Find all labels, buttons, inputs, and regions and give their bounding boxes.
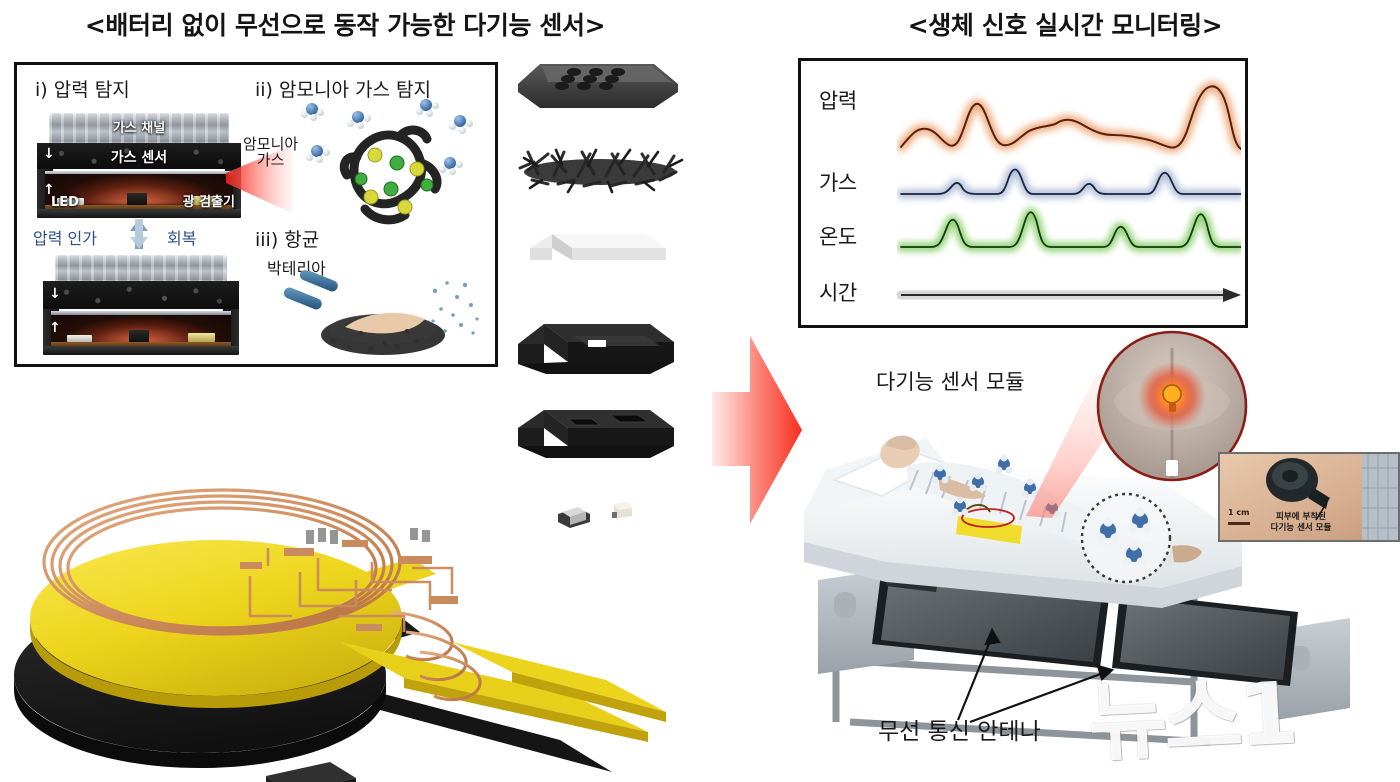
ic-chip-large (266, 762, 356, 782)
waveform-pressure (897, 81, 1241, 154)
chart-series-label-pressure: 압력 (819, 89, 857, 113)
device-label-gas-sensor: 가스 센서 (110, 150, 168, 166)
stack-layer-perforated-cap (518, 64, 678, 108)
skin-photo-inset: 1 cm 피부에 부착된 다기능 센서 모듈 (1218, 452, 1400, 542)
chart-axis-label-time: 시간 (819, 281, 857, 305)
device-label-photodetector: 광 검출기 (182, 195, 235, 210)
bed-and-patient-graphic (804, 374, 1350, 746)
ammonia-gas-label: 암모니아 가스 (243, 135, 299, 169)
skin-closeup-inset (1096, 330, 1248, 482)
wireless-sensor-assembly-graphic (14, 488, 666, 782)
mechanism-item-label-ii: ii) 암모니아 가스 탐지 (255, 79, 431, 101)
stack-layer-nanofiber-mat (518, 148, 684, 194)
up-down-arrow-icon (130, 219, 148, 249)
nh3-molecule (415, 99, 439, 117)
nh3-molecule (449, 115, 473, 134)
nh3-molecule (439, 157, 463, 175)
antenna-leader-arrows (956, 627, 1115, 724)
right-panel-title: <생체 신호 실시간 모니터링> (907, 11, 1223, 40)
scale-bar-label: 1 cm (1228, 508, 1250, 517)
stack-layer-smd-components (558, 502, 632, 528)
wireless-antenna-panel-right (1112, 592, 1298, 686)
chart-series-label-gas: 가스 (819, 171, 857, 195)
skin-photo-caption-line2: 다기능 센서 모듈 (1270, 522, 1332, 533)
hospital-monitoring-scene: 다기능 센서 모듈 (790, 330, 1400, 782)
skin-photo-caption: 피부에 부착된 다기능 센서 모듈 (1246, 512, 1356, 533)
sensor-patch-on-patient (956, 504, 1022, 544)
waveform-gas (897, 165, 1241, 199)
pressure-sensor-device-unpressed: ↓ ↑ 가스 채널 가스 센서 LED 광 검출기 (37, 113, 241, 218)
ammonia-beam-wedge (226, 145, 292, 213)
ammonia-gas-label-line2: 가스 (256, 150, 285, 169)
nh3-zoom-circle (1080, 492, 1172, 584)
chart-series-label-temperature: 온도 (819, 225, 857, 249)
antenna-label: 무선 통신 안테나 (878, 719, 1041, 745)
transition-arrow-icon (712, 336, 802, 524)
stack-layer-base-with-slots (518, 410, 674, 458)
state-label-pressure-applied: 압력 인가 (33, 229, 97, 248)
ammonia-gas-label-line1: 암모니아 (243, 135, 299, 153)
nh3-molecule (301, 103, 324, 121)
stack-layer-elastomer-slab (530, 234, 666, 260)
news1-watermark: 뉴스1 (1085, 663, 1298, 775)
device-label-gas-channel: 가스 채널 (112, 121, 166, 136)
biosignal-waveforms (897, 81, 1241, 302)
pressure-sensor-device-pressed: ↓ ↑ (43, 255, 239, 355)
skin-photo-caption-line1: 피부에 부착된 (1276, 512, 1326, 522)
stack-layer-spacer-ring (518, 324, 674, 374)
nh3-molecule (306, 145, 330, 163)
biosignal-chart-panel: 압력 가스 온도 시간 (798, 58, 1248, 328)
antibacterial-graphic (283, 271, 479, 355)
waveform-temperature (897, 207, 1241, 252)
state-label-recovery: 회복 (167, 229, 197, 248)
mechanism-item-label-i: i) 압력 탐지 (35, 79, 130, 101)
nh3-molecule (347, 111, 371, 129)
carbon-nanostructure-graphic (339, 125, 442, 225)
mechanism-panel: i) 압력 탐지 ↓ ↑ 가스 채널 가스 센서 LED 광 검출기 (14, 62, 498, 367)
device-label-led: LED (51, 195, 79, 210)
mechanism-item-label-iii: iii) 항균 (255, 229, 320, 251)
sensor-module-label: 다기능 센서 모듈 (876, 370, 1025, 394)
time-axis-arrow-icon (897, 288, 1241, 302)
left-panel-title: <배터리 없이 무선으로 동작 가능한 다기능 센서> (84, 11, 606, 40)
